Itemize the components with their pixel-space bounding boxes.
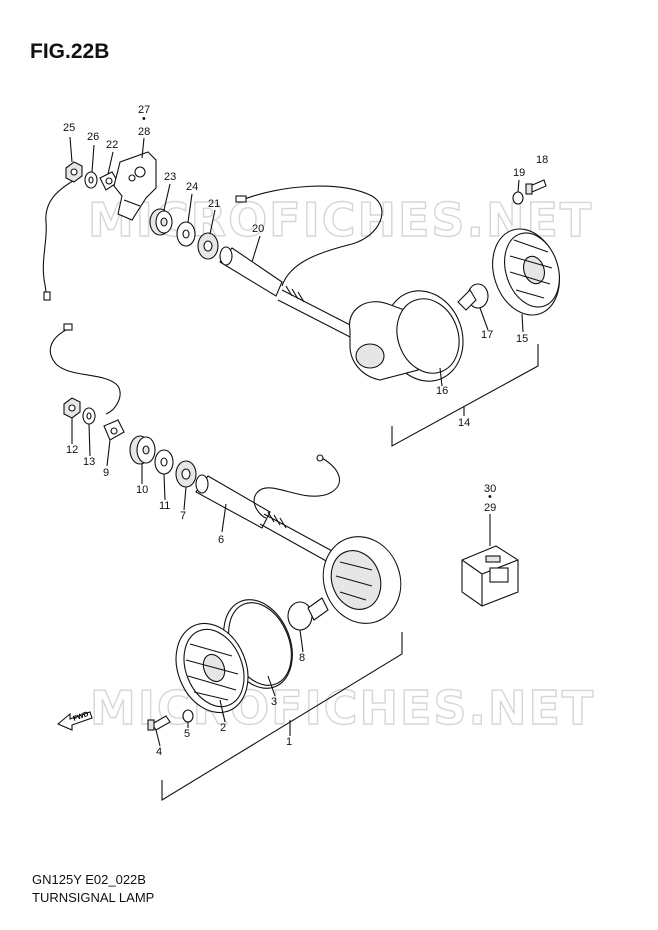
bracket-28 <box>113 151 157 221</box>
washer-11 <box>154 449 174 475</box>
nut-12 <box>63 397 81 419</box>
washer-26 <box>84 171 98 189</box>
callout-15: 15 <box>516 333 528 345</box>
callout-19: 19 <box>513 167 525 179</box>
callout-26: 26 <box>87 131 99 143</box>
callout-29: 29 <box>484 502 496 514</box>
callout-17: 17 <box>481 329 493 341</box>
lens-2 <box>175 622 249 714</box>
callout-14: 14 <box>458 417 470 429</box>
assembly-14-bracket <box>391 344 539 447</box>
lower-lamp-wire <box>253 454 340 519</box>
callout-7: 7 <box>180 510 186 522</box>
callout-25: 25 <box>63 122 75 134</box>
washer-13 <box>82 407 96 425</box>
figure-caption: TURNSIGNAL LAMP <box>32 890 155 905</box>
model-code: GN125Y E02_022B <box>32 872 146 887</box>
callout-2: 2 <box>220 722 226 734</box>
callout-27: 27 <box>138 104 150 116</box>
upper-lamp-wire <box>235 185 383 287</box>
callout-16: 16 <box>436 385 448 397</box>
relay-29 <box>461 545 519 607</box>
washer-5 <box>182 709 194 723</box>
grommet-23 <box>149 208 173 236</box>
callout-10: 10 <box>136 484 148 496</box>
callouts: 27 • 28 25 26 22 23 24 21 20 18 19 17 15… <box>63 104 548 758</box>
callout-18: 18 <box>536 154 548 166</box>
terminal-9 <box>103 419 125 441</box>
callout-dot-30: • <box>488 491 492 503</box>
stem-lower <box>259 511 335 563</box>
callout-23: 23 <box>164 171 176 183</box>
washer-19 <box>512 191 524 205</box>
assembly-1-bracket <box>161 632 403 801</box>
callout-22: 22 <box>106 139 118 151</box>
callout-13: 13 <box>83 456 95 468</box>
callout-8: 8 <box>299 652 305 664</box>
callout-24: 24 <box>186 181 198 193</box>
callout-11: 11 <box>159 500 170 512</box>
bulb-17 <box>457 283 489 311</box>
housing-16 <box>348 290 464 382</box>
callout-1: 1 <box>286 736 292 748</box>
boot-6 <box>195 474 271 529</box>
callout-9: 9 <box>103 467 109 479</box>
callout-dot-27: • <box>142 113 146 125</box>
screw-4 <box>147 715 171 731</box>
stem-16 <box>277 285 361 341</box>
callout-21: 21 <box>208 198 220 210</box>
callout-12: 12 <box>66 444 78 456</box>
leader-lines <box>69 136 524 747</box>
callout-4: 4 <box>156 746 162 758</box>
callout-3: 3 <box>271 696 277 708</box>
grommet-10 <box>129 435 156 465</box>
screw-18 <box>525 179 547 195</box>
lower-wire-harness <box>49 323 121 415</box>
callout-6: 6 <box>218 534 224 546</box>
figure-title: FIG.22B <box>30 40 110 63</box>
upper-wire-harness <box>42 177 79 301</box>
boot-20 <box>219 246 283 297</box>
washer-24 <box>176 221 196 247</box>
lock-washer-7 <box>175 460 197 488</box>
fwd-arrow-icon: FWD <box>56 711 93 731</box>
callout-20: 20 <box>252 223 264 235</box>
watermark-bottom: MICROFICHES.NET <box>90 681 595 735</box>
lock-washer-21 <box>197 232 219 260</box>
housing-lower <box>322 536 402 624</box>
callout-28: 28 <box>138 126 150 138</box>
callout-30: 30 <box>484 483 496 495</box>
bulb-8 <box>287 597 329 631</box>
lens-15 <box>492 228 560 316</box>
callout-5: 5 <box>184 728 190 740</box>
nut-25 <box>65 161 83 183</box>
